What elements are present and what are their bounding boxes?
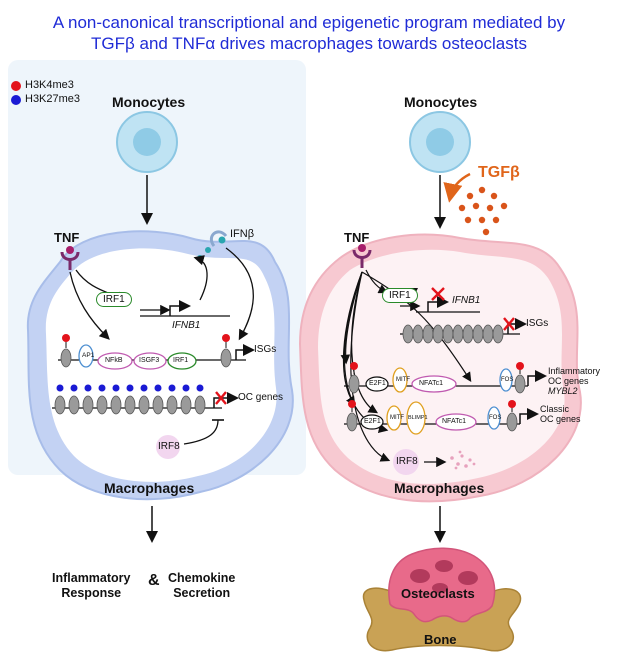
left-monocyte-nucleus: [133, 128, 161, 156]
left-ifnb1-gene-label: IFNB1: [172, 320, 201, 331]
right-irf8-protein: IRF8: [396, 456, 418, 467]
right-row1-fos: FOS: [501, 377, 514, 383]
right-row2-mitf: MITF: [390, 415, 404, 421]
left-monocytes-label: Monocytes: [112, 94, 186, 110]
left-tnf-label: TNF: [54, 230, 80, 245]
row1-label-line3: MYBL2: [548, 386, 578, 396]
right-isgs-label: ISGs: [526, 318, 549, 329]
right-row2-label: Classic OC genes: [540, 404, 581, 424]
left-repressed-nucleosomes: [54, 384, 206, 415]
right-macrophages-label: Macrophages: [394, 480, 485, 496]
right-ifnb1-gene-label: IFNB1: [452, 295, 481, 306]
outcome-inflammatory-line1: Inflammatory: [52, 571, 131, 585]
row2-label-line2: OC genes: [540, 414, 581, 424]
left-ifnb-label: IFNβ: [230, 228, 255, 240]
left-macrophages-label: Macrophages: [104, 480, 195, 496]
right-tnf-label: TNF: [344, 230, 370, 245]
right-row1-label: Inflammatory OC genes MYBL2: [548, 366, 600, 396]
outcome-chemokine-line1: Chemokine: [168, 571, 236, 585]
left-factor-isgf3: ISGF3: [139, 357, 160, 364]
left-factor-irf1: IRF1: [173, 357, 189, 364]
legend-h3k4me3-label: H3K4me3: [25, 79, 74, 91]
right-monocyte-nucleus: [426, 128, 454, 156]
diagram-title: A non-canonical transcriptional and epig…: [0, 12, 618, 54]
outcome-chemokine-line2: Secretion: [173, 586, 231, 600]
right-row2-e2f1: E2F1: [364, 418, 381, 425]
tgfb-label: TGFβ: [478, 164, 520, 181]
left-outcome-chemokine: Chemokine Secretion: [168, 571, 235, 601]
right-row2-fos: FOS: [489, 415, 502, 421]
left-outcome-inflammatory: Inflammatory Response: [52, 571, 131, 601]
legend-h3k27me3-label: H3K27me3: [25, 93, 81, 105]
right-row2-nfatc1: NFATc1: [442, 418, 466, 425]
right-row1-e2f1: E2F1: [369, 380, 386, 387]
left-factor-ap1: AP1: [82, 352, 95, 359]
right-row2-blimp1: BLIMP1: [408, 415, 428, 421]
legend-h3k27me3-dot: [11, 95, 21, 105]
right-row1-nfatc1: NFATc1: [419, 380, 443, 387]
irf8-fragments: [450, 450, 476, 470]
row1-label-line1: Inflammatory: [548, 366, 601, 376]
right-row1-mitf: MITF: [396, 377, 410, 383]
left-factor-nfkb: NFkB: [105, 357, 123, 364]
left-outcome-ampersand: &: [148, 572, 160, 589]
row2-label-line1: Classic: [540, 404, 570, 414]
left-isgs-label: ISGs: [254, 344, 277, 355]
left-irf1-protein: IRF1: [96, 292, 132, 307]
title-line-2: TGFβ and TNFα drives macrophages towards…: [91, 34, 527, 53]
title-line-1: A non-canonical transcriptional and epig…: [52, 13, 566, 32]
right-monocytes-label: Monocytes: [404, 94, 478, 110]
left-oc-genes-label: OC genes: [238, 392, 284, 403]
tgfb-particles: [458, 186, 508, 236]
right-irf1-protein: IRF1: [382, 288, 418, 303]
row1-label-line2: OC genes: [548, 376, 589, 386]
outcome-inflammatory-line2: Response: [61, 586, 122, 600]
legend-h3k4me3-dot: [11, 81, 21, 91]
bone-label: Bone: [424, 632, 457, 647]
left-irf8-protein: IRF8: [158, 441, 180, 452]
osteoclasts-label: Osteoclasts: [401, 586, 475, 601]
